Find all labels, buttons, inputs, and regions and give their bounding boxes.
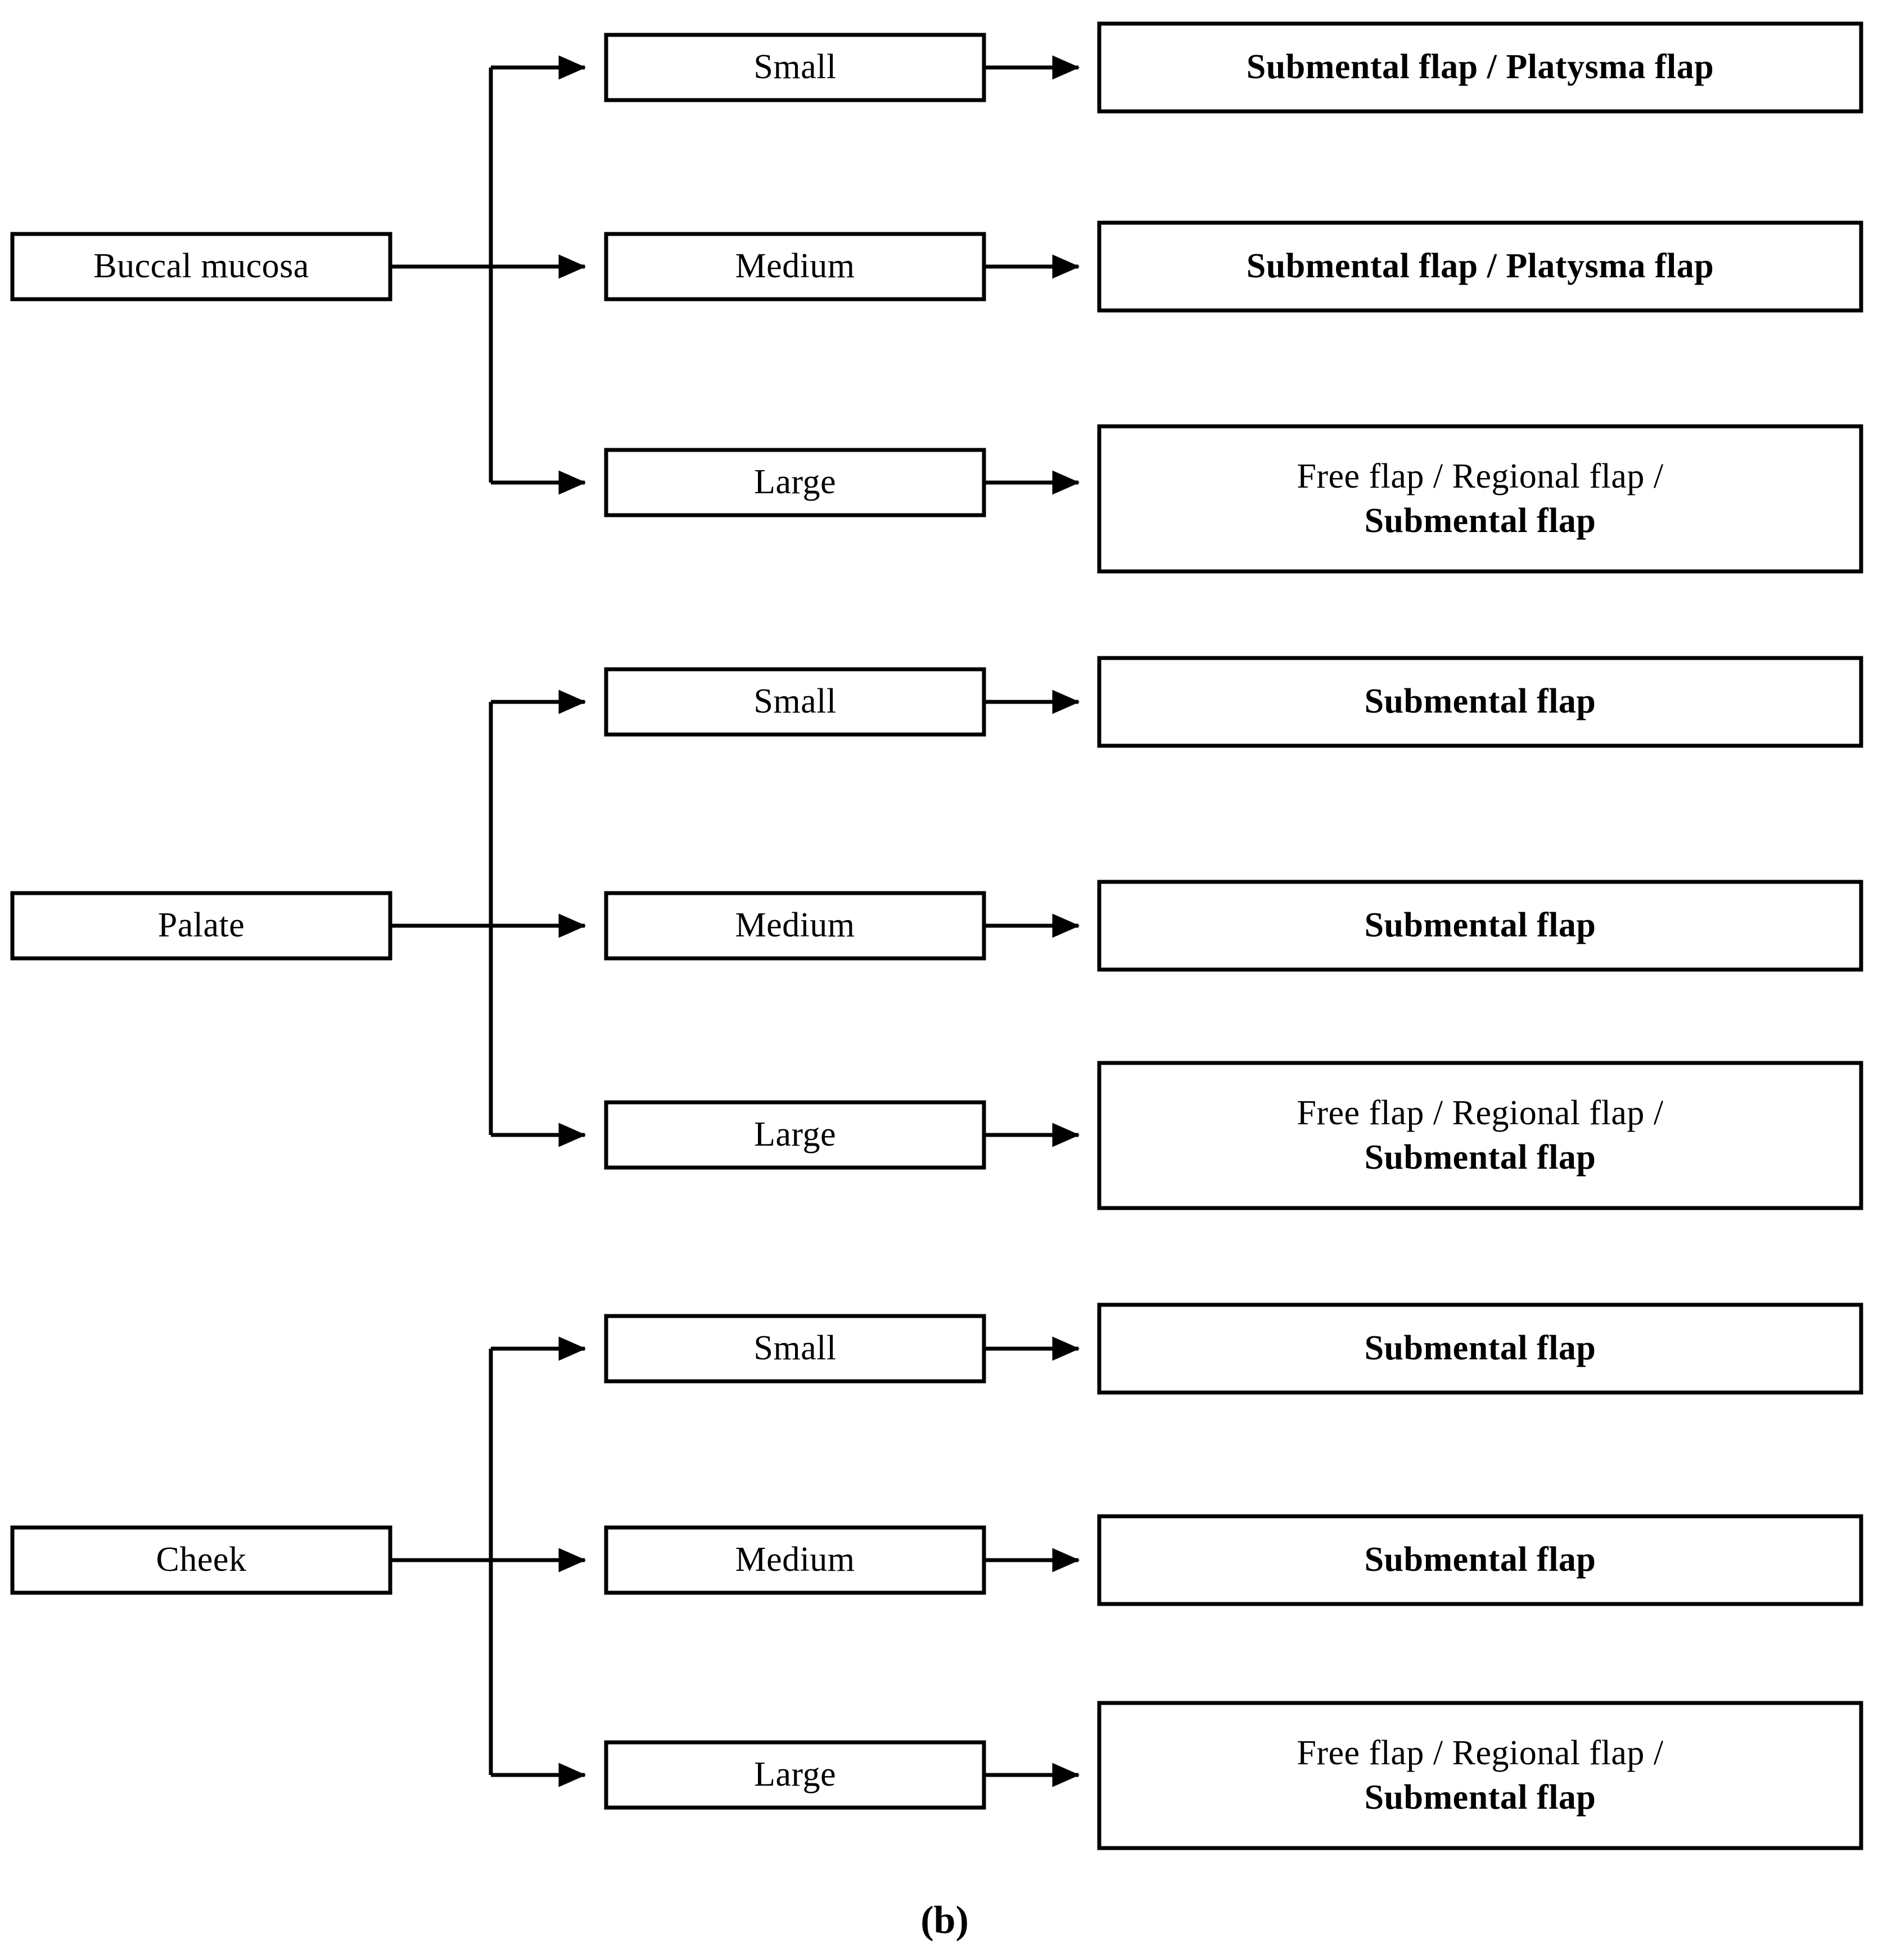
outcome-label-buccal-large: Free flap / Regional flap / Submental fl… (1099, 426, 1861, 571)
size-label-buccal-large: Large (754, 463, 836, 502)
outcome-box-buccal-medium[interactable] (1097, 220, 1863, 313)
outcome-line-2: Submental flap (1364, 1778, 1596, 1817)
outcome-line-2: Submental flap (1364, 1138, 1596, 1177)
outcome-line-1: Free flap / Regional flap / (1297, 1093, 1664, 1132)
size-box-palate-large[interactable] (604, 1100, 986, 1170)
outcome-label-cheek-medium: Submental flap (1364, 1540, 1596, 1579)
size-label-cheek-small: Small (753, 1329, 837, 1368)
size-label-buccal-medium: Medium (735, 247, 855, 286)
outcome-box-buccal-large[interactable] (1097, 424, 1863, 574)
outcome-label-buccal-small: Submental flap / Platysma flap (1246, 48, 1714, 87)
size-label-palate-large: Large (754, 1115, 836, 1154)
outcome-line-1: Free flap / Regional flap / (1297, 457, 1664, 495)
size-label-buccal-small: Small (753, 48, 837, 87)
outcome-box-palate-large[interactable] (1097, 1061, 1863, 1210)
outcome-box-cheek-medium[interactable] (1097, 1514, 1863, 1606)
site-label-palate: Palate (157, 906, 245, 945)
size-label-cheek-medium: Medium (735, 1540, 855, 1579)
size-label-palate-medium: Medium (735, 906, 855, 945)
outcome-label-palate-medium: Submental flap (1364, 906, 1596, 945)
site-box-cheek[interactable] (10, 1525, 392, 1595)
outcome-box-cheek-small[interactable] (1097, 1303, 1863, 1395)
size-box-cheek-small[interactable] (604, 1314, 986, 1384)
site-box-buccal-mucosa[interactable] (10, 232, 392, 301)
site-label-cheek: Cheek (156, 1540, 247, 1579)
outcome-label-cheek-small: Submental flap (1364, 1329, 1596, 1368)
site-label-buccal-mucosa: Buccal mucosa (93, 247, 309, 286)
site-box-palate[interactable] (10, 891, 392, 961)
outcome-box-buccal-small[interactable] (1097, 21, 1863, 114)
outcome-box-palate-medium[interactable] (1097, 880, 1863, 972)
size-box-palate-small[interactable] (604, 667, 986, 737)
size-label-cheek-large: Large (754, 1755, 836, 1794)
outcome-label-palate-small: Submental flap (1364, 682, 1596, 721)
outcome-label-palate-large: Free flap / Regional flap / Submental fl… (1099, 1063, 1861, 1208)
outcome-line-2: Submental flap (1364, 502, 1596, 540)
size-box-cheek-large[interactable] (604, 1740, 986, 1810)
size-label-palate-small: Small (753, 682, 837, 721)
outcome-label-cheek-large: Free flap / Regional flap / Submental fl… (1099, 1703, 1861, 1848)
size-box-buccal-medium[interactable] (604, 232, 986, 301)
outcome-label-buccal-medium: Submental flap / Platysma flap (1246, 247, 1714, 286)
figure-caption: (b) (920, 1899, 969, 1942)
size-box-buccal-small[interactable] (604, 33, 986, 102)
outcome-line-1: Free flap / Regional flap / (1297, 1733, 1664, 1772)
outcome-box-cheek-large[interactable] (1097, 1701, 1863, 1850)
outcome-box-palate-small[interactable] (1097, 656, 1863, 748)
